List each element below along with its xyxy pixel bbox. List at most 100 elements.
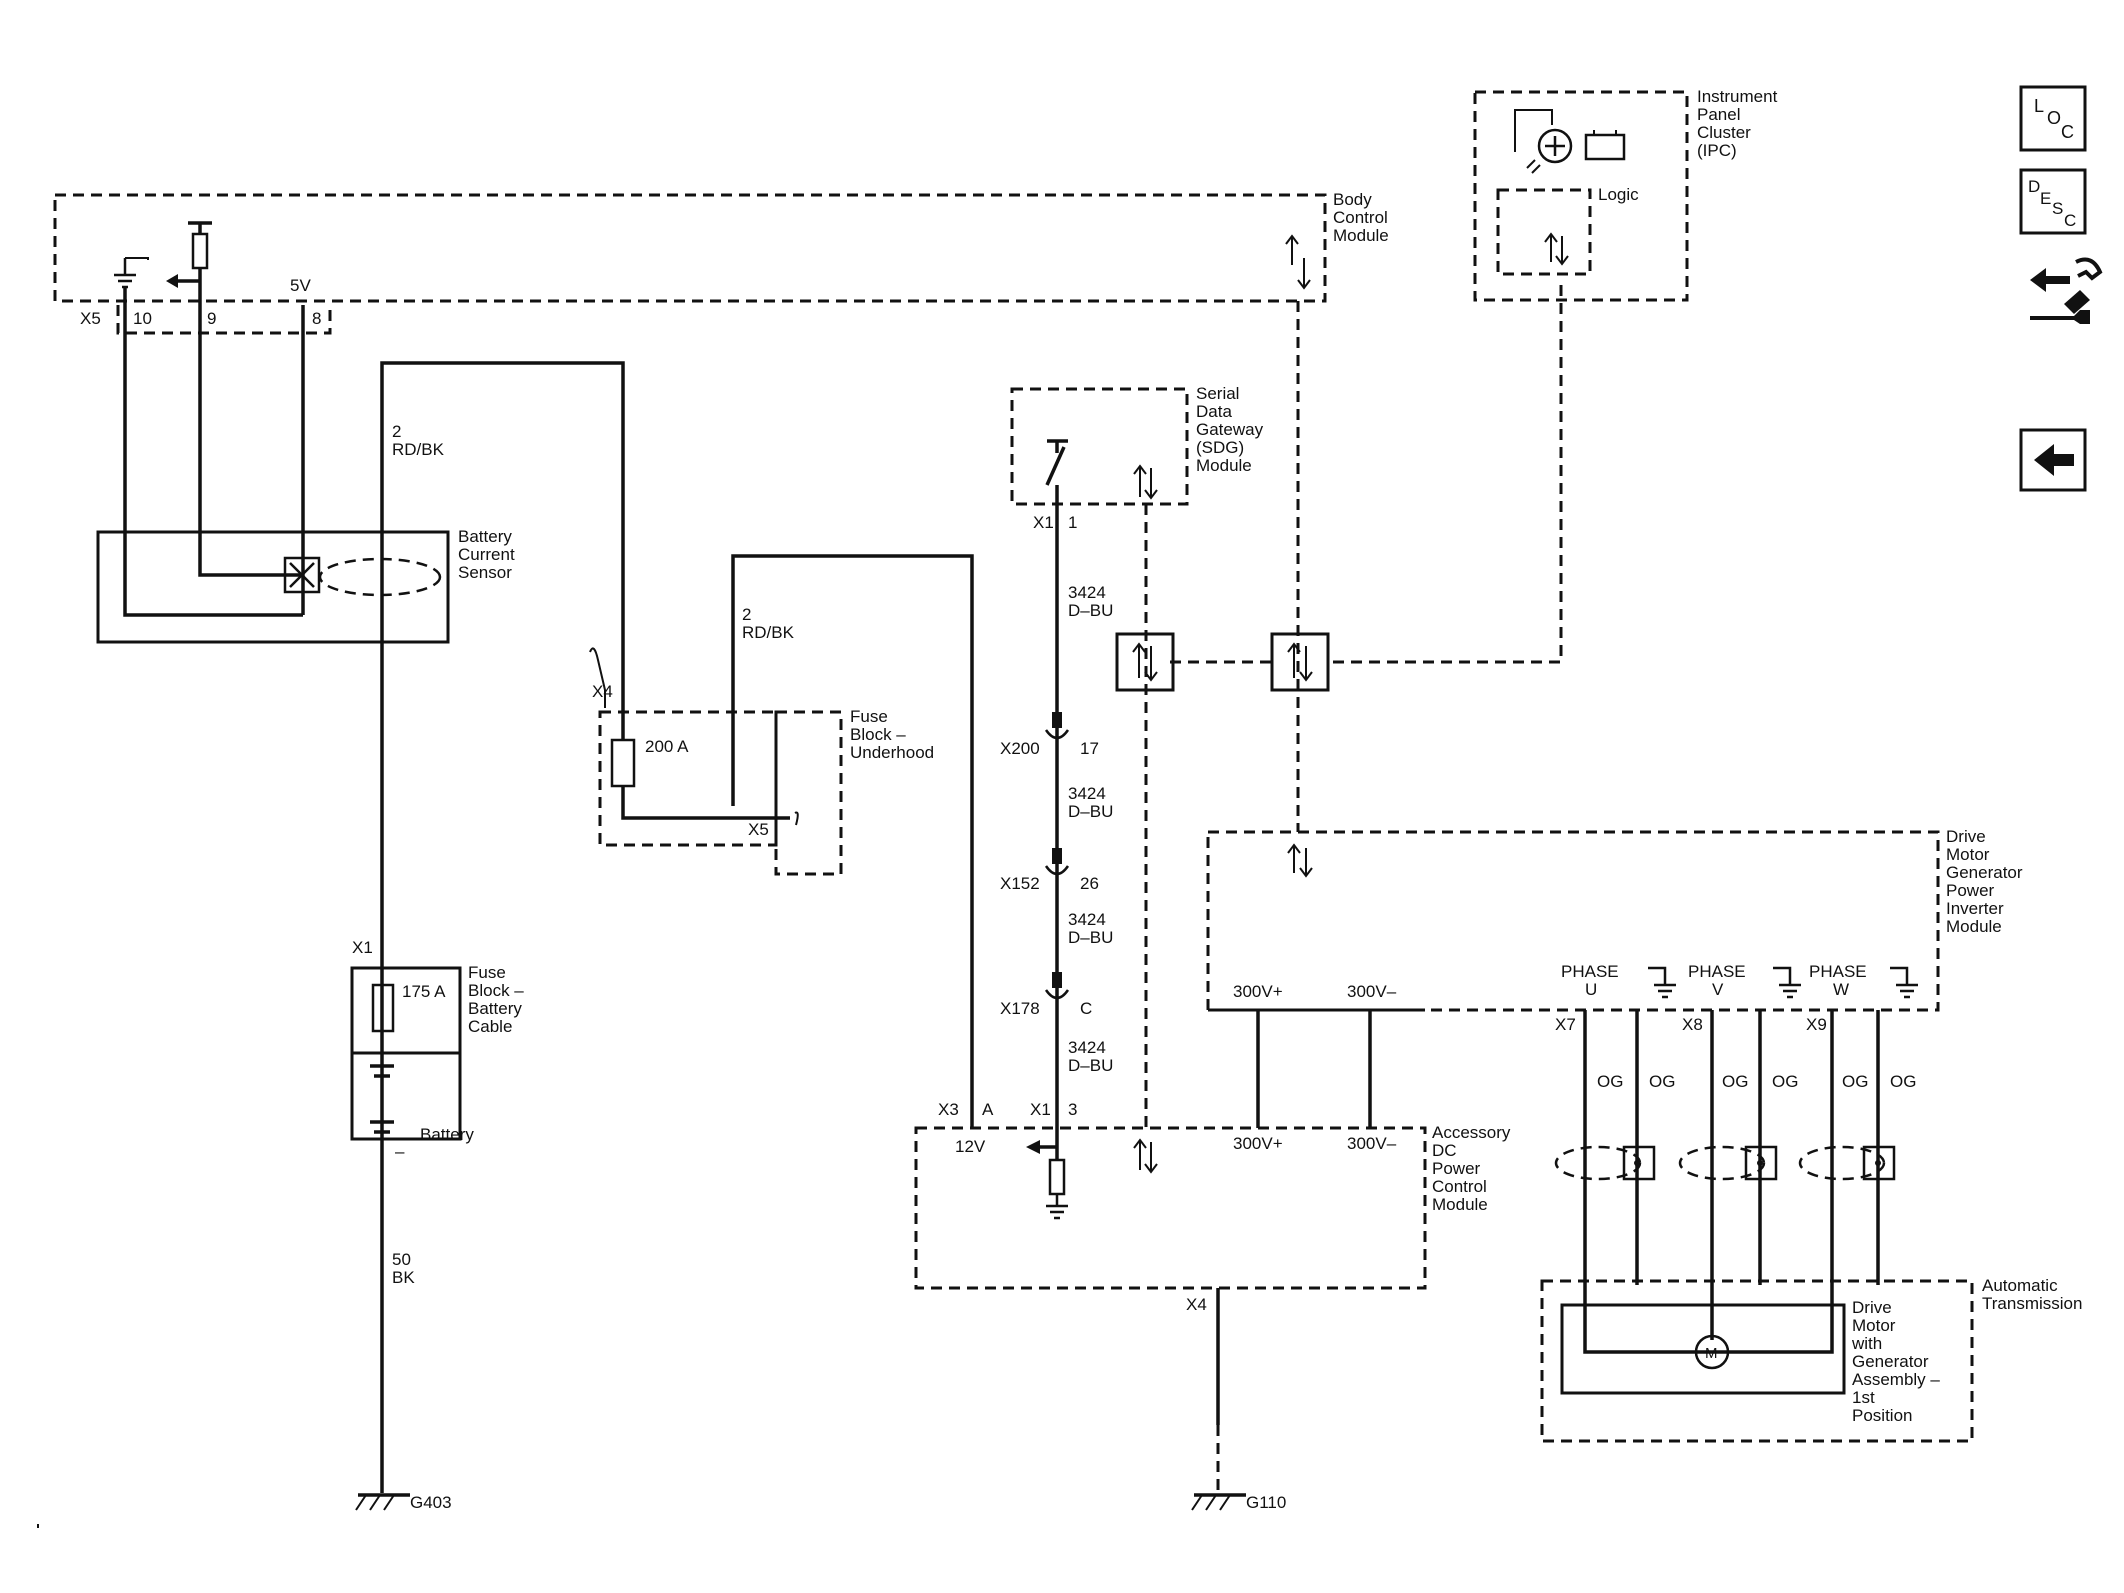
- description-button[interactable]: D E S C: [2019, 168, 2087, 235]
- label-line: Gateway: [1196, 420, 1264, 439]
- phase-u-letter: U: [1585, 980, 1597, 999]
- label-line: Cable: [468, 1017, 512, 1036]
- x152-pin: 26: [1080, 874, 1099, 893]
- loc-c: C: [2061, 122, 2074, 142]
- desc-e: E: [2040, 189, 2051, 208]
- x200-label: X200: [1000, 739, 1040, 758]
- phase-v-letter: V: [1712, 980, 1724, 999]
- label-line: Control: [1432, 1177, 1487, 1196]
- wire-rdbk-main: [380, 361, 625, 1493]
- label-line: 1st: [1852, 1388, 1875, 1407]
- connector-x178: X178 C: [1000, 972, 1092, 1018]
- connector-repair-icon[interactable]: [2030, 257, 2103, 324]
- fuse-underhood-label: Fuse Block –Underhood: [850, 707, 934, 762]
- label-line: Control: [1333, 208, 1388, 227]
- x178-pin: C: [1080, 999, 1092, 1018]
- sdg-x1: X1: [1033, 513, 1054, 532]
- label-line: Module: [1333, 226, 1389, 245]
- battery-label: Battery: [420, 1125, 474, 1144]
- fuse-underhood-x4: X4: [592, 682, 613, 701]
- dmgpim-300p: 300V+: [1233, 982, 1283, 1001]
- motor-icon: [1694, 1334, 1730, 1370]
- label-line: Motor: [1946, 845, 1990, 864]
- desc-c: C: [2064, 211, 2076, 230]
- wire-dbu-color-3: D–BU: [1068, 928, 1113, 947]
- motor-letter: M: [1705, 1345, 1718, 1362]
- location-button[interactable]: L O C: [2019, 85, 2087, 152]
- label-line: Module: [1946, 917, 2002, 936]
- bcm-5v-label: 5V: [290, 276, 311, 295]
- bcm-serial-data-icon: [1285, 234, 1311, 290]
- x152-label: X152: [1000, 874, 1040, 893]
- apm-x1-pin: 3: [1068, 1100, 1077, 1119]
- bcm-pin-ground: 10: [133, 309, 152, 328]
- apm-x3: X3: [938, 1100, 959, 1119]
- connector-x152: X152 26: [1000, 848, 1099, 893]
- label-line: Module: [1196, 456, 1252, 475]
- serial-data-junction-bcm: [1270, 632, 1330, 692]
- label-line: Position: [1852, 1406, 1912, 1425]
- label-line: Current: [458, 545, 515, 564]
- x7-label: X7: [1555, 1015, 1576, 1034]
- sdg-x1-pin: 1: [1068, 513, 1077, 532]
- label-line: Module: [1432, 1195, 1488, 1214]
- label-line: DC: [1432, 1141, 1457, 1160]
- bcm-resistor-icon: [166, 221, 212, 288]
- og-3: OG: [1722, 1072, 1748, 1091]
- label-line: Block –: [850, 725, 906, 744]
- wire-fuse-feed: [621, 708, 790, 820]
- phase-v-label: PHASE: [1688, 962, 1746, 981]
- wire-rdbk-num-left: 2: [392, 422, 401, 441]
- desc-s: S: [2052, 199, 2063, 218]
- dmgpim-300m: 300V–: [1347, 982, 1397, 1001]
- back-button[interactable]: [2019, 428, 2087, 492]
- label-line: Assembly –: [1852, 1370, 1940, 1389]
- label-line: with: [1851, 1334, 1882, 1353]
- wire-dbu-color-1: D–BU: [1068, 601, 1113, 620]
- phase-sensor-u: [1554, 1145, 1656, 1181]
- label-line: Panel: [1697, 105, 1740, 124]
- arrow-left-icon: [2034, 444, 2074, 476]
- wire-rdbk-color-right: RD/BK: [742, 623, 795, 642]
- label-line: Underhood: [850, 743, 934, 762]
- serial-data-junction-sdg: [1115, 632, 1175, 692]
- label-line: Power: [1946, 881, 1995, 900]
- fuse-underhood-x5: X5: [748, 820, 769, 839]
- ground-g110-icon: [1191, 1493, 1246, 1511]
- ground-g110-label: G110: [1246, 1493, 1286, 1512]
- fuse-cable-x1: X1: [352, 938, 373, 957]
- connector-x200: X200 17: [1000, 712, 1099, 758]
- loc-o: O: [2047, 108, 2061, 128]
- wire-rdbk-num-right: 2: [742, 605, 751, 624]
- bcm-pin-signal: 9: [207, 309, 216, 328]
- fuse-cable-rating: 175 A: [402, 982, 446, 1001]
- label-line: Generator: [1852, 1352, 1929, 1371]
- wire-bcm-signal: [198, 285, 303, 577]
- wire-rdbk-to-apm: [731, 554, 974, 1128]
- wire-bk-num: 50: [392, 1250, 411, 1269]
- battery-minus: –: [395, 1142, 405, 1161]
- phase-u-label: PHASE: [1561, 962, 1619, 981]
- label-line: (SDG): [1196, 438, 1244, 457]
- serial-data-ipc: [1328, 285, 1563, 664]
- og-6: OG: [1890, 1072, 1916, 1091]
- fuse-block-underhood: 200 A Fuse Block –Underhood X4 X5: [589, 647, 934, 876]
- x8-label: X8: [1682, 1015, 1703, 1034]
- label-line: Block –: [468, 981, 524, 1000]
- label-line: Cluster: [1697, 123, 1751, 142]
- apm-300p: 300V+: [1233, 1134, 1283, 1153]
- desc-d: D: [2028, 177, 2040, 196]
- label-line: Battery: [468, 999, 522, 1018]
